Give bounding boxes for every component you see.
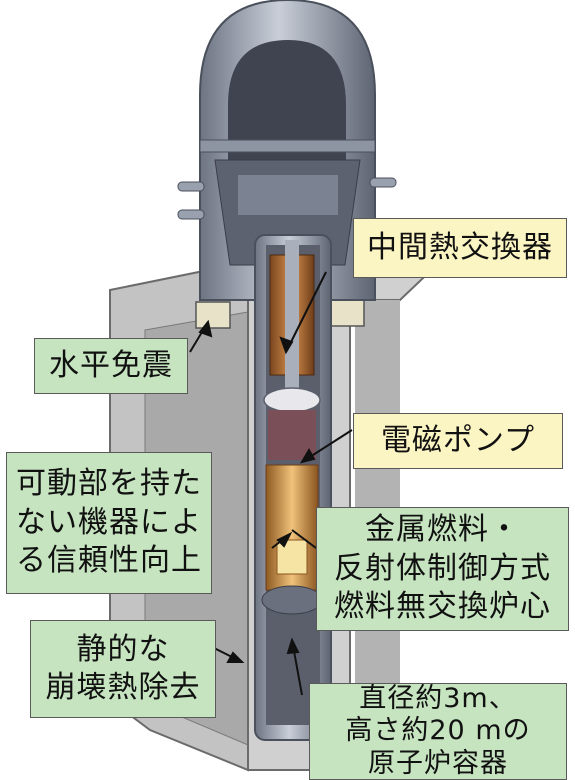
nozzle (177, 181, 205, 192)
callout-line: 高さ約20 mの (345, 715, 531, 747)
callout-line: 崩壊熱除去 (45, 670, 201, 705)
callout-line: 可動部を持た (16, 466, 202, 502)
callout-line: 反射体制御方式 (334, 550, 551, 586)
callout-horizontal-seismic-isolation: 水平免震 (34, 338, 188, 394)
callout-passive-decay-heat-removal: 静的な 崩壊熱除去 (30, 620, 216, 718)
callout-reliability: 可動部を持た ない機器によ る信頼性向上 (6, 452, 212, 594)
isolation-bearing-right (329, 299, 365, 327)
nozzle (369, 177, 397, 188)
callout-metal-fuel-core: 金属燃料・ 反射体制御方式 燃料無交換炉心 (316, 507, 569, 631)
isolation-bearing-left (195, 301, 231, 329)
callout-line: 静的な (76, 631, 170, 667)
callout-line: 燃料無交換炉心 (334, 589, 551, 625)
nozzle (177, 209, 205, 220)
callout-intermediate-heat-exchanger: 中間熱交換器 (353, 218, 567, 278)
callout-line: 金属燃料・ (365, 512, 520, 548)
callout-line: 直径約3m、 (359, 682, 517, 714)
callout-line: ない機器によ (16, 504, 202, 540)
callout-line: 原子炉容器 (368, 747, 508, 779)
callout-label: 電磁ポンプ (380, 422, 536, 458)
callout-reactor-vessel: 直径約3m、 高さ約20 mの 原子炉容器 (309, 683, 567, 780)
callout-label: 水平免震 (49, 347, 173, 383)
electromagnetic-pump (263, 387, 321, 413)
callout-line: る信頼性向上 (16, 543, 202, 579)
callout-label: 中間熱交換器 (367, 229, 553, 265)
callout-electromagnetic-pump: 電磁ポンプ (353, 413, 563, 469)
